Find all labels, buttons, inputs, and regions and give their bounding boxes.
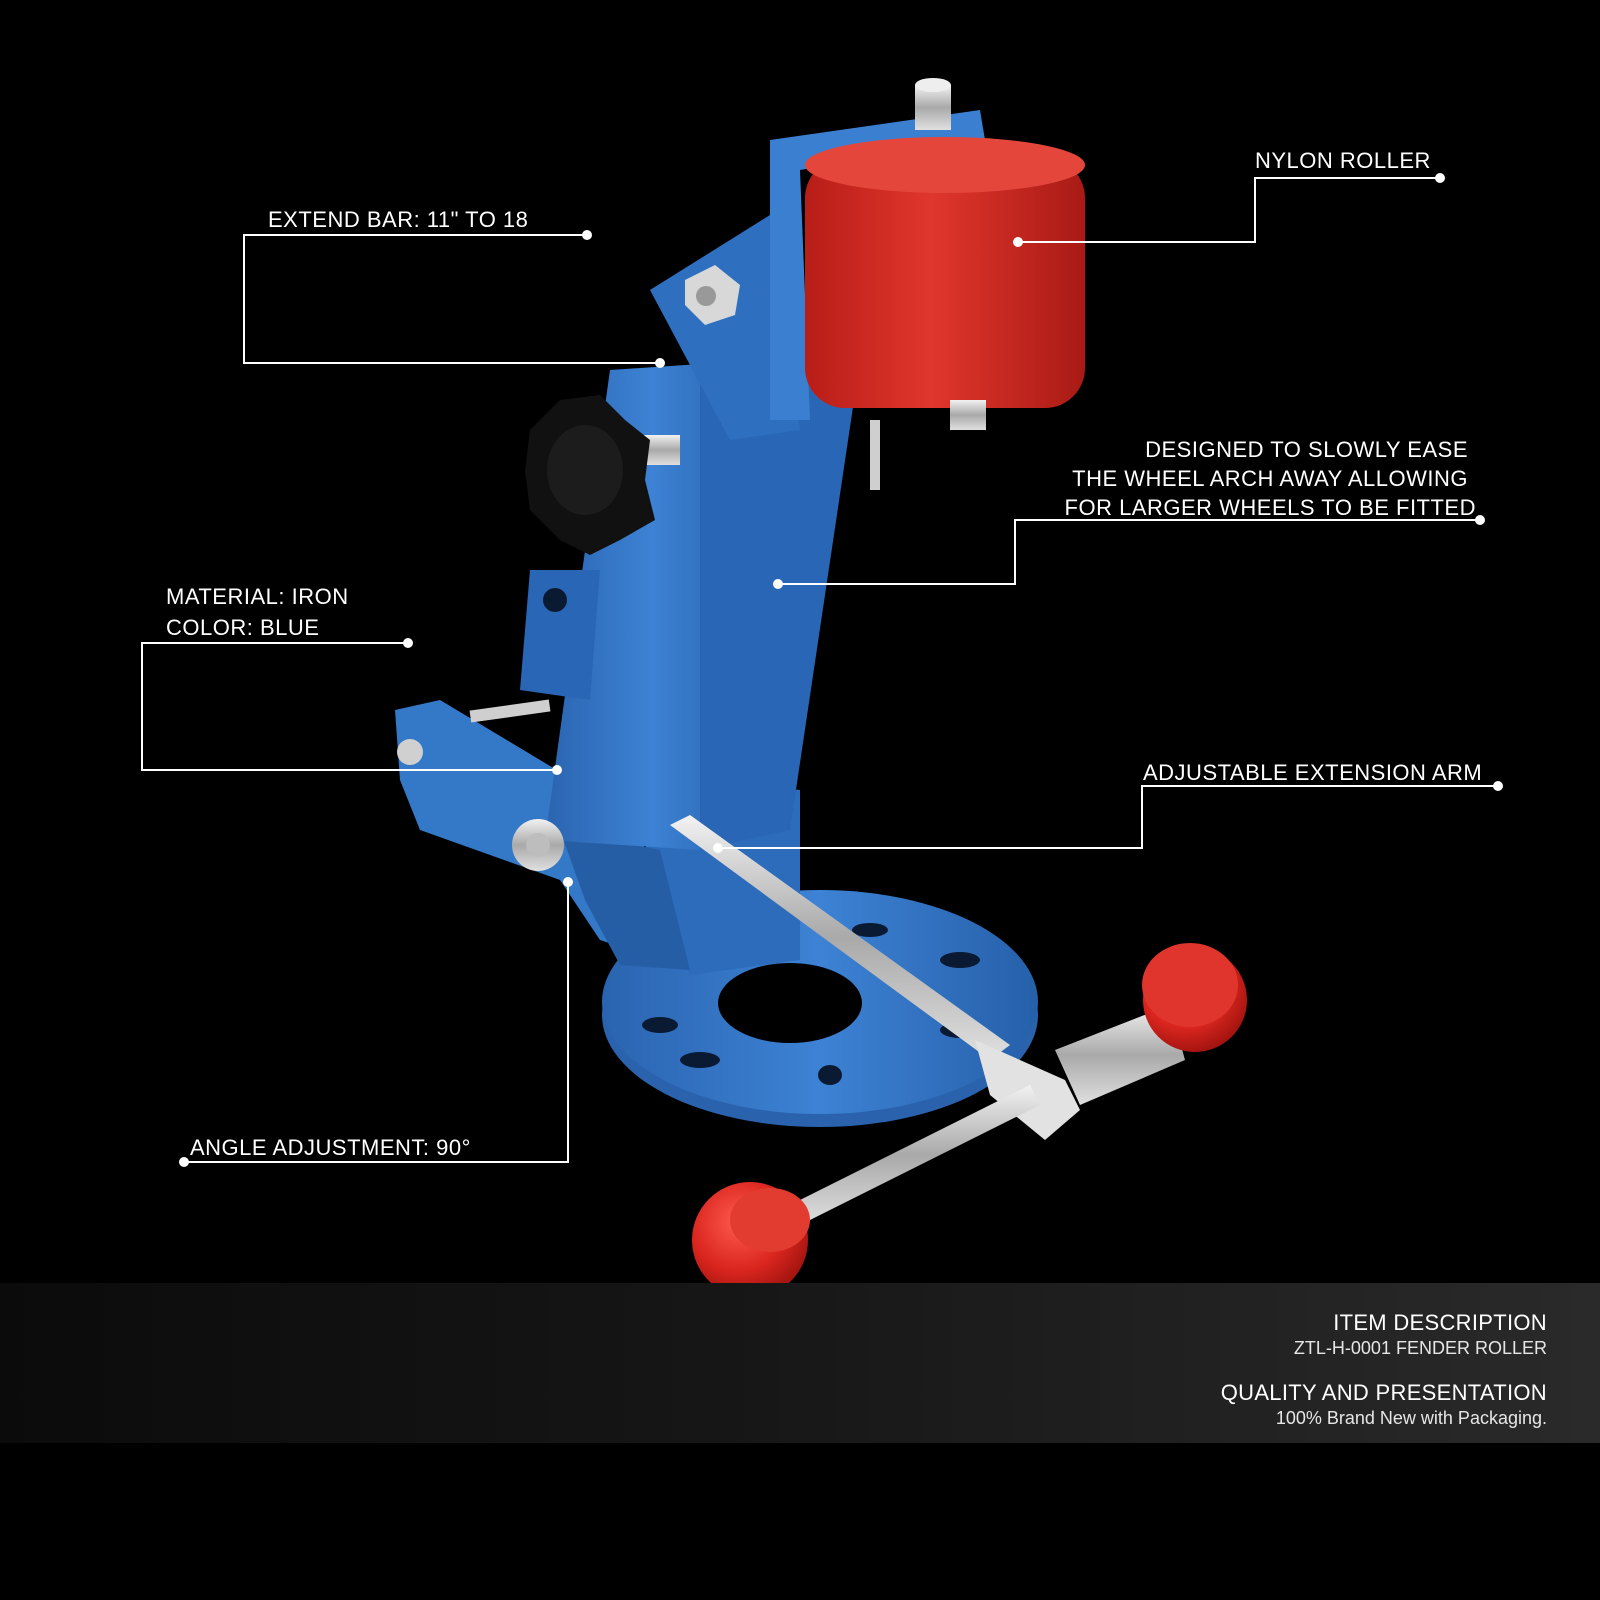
item-description-value: ZTL-H-0001 FENDER ROLLER: [1293, 1338, 1547, 1358]
quality-presentation-value: 100% Brand New with Packaging.: [1275, 1408, 1547, 1428]
extend-bar-label: EXTEND BAR: 11" TO 18: [268, 207, 529, 232]
leader-material: [141, 642, 557, 771]
quality-presentation-title: QUALITY AND PRESENTATION: [1220, 1380, 1547, 1405]
quality-presentation: QUALITY AND PRESENTATION 100% Brand New …: [1221, 1380, 1547, 1430]
adjustable-arm-label: ADJUSTABLE EXTENSION ARM: [1143, 760, 1483, 785]
info-band: ITEM DESCRIPTION ZTL-H-0001 FENDER ROLLE…: [0, 1283, 1600, 1443]
material-label: MATERIAL: IRON: [166, 584, 349, 609]
nylon-roller-label: NYLON ROLLER: [1255, 148, 1431, 173]
t-handle: [692, 943, 1247, 1298]
designed-line-2: THE WHEEL ARCH AWAY ALLOWING: [1072, 466, 1468, 491]
callout-lines: [141, 177, 1498, 1163]
designed-line-3: FOR LARGER WHEELS TO BE FITTED: [1064, 495, 1476, 520]
callout-dots: [179, 173, 1503, 1167]
angle-adjustment-label: ANGLE ADJUSTMENT: 90°: [190, 1135, 471, 1160]
leader-nylon-roller: [1018, 177, 1440, 243]
bracket-bolt: [685, 265, 740, 325]
adjustment-knob: [525, 395, 680, 555]
item-description-title: ITEM DESCRIPTION: [1333, 1310, 1547, 1335]
leader-extend-bar: [243, 234, 660, 364]
leader-designed: [778, 519, 1480, 585]
item-description: ITEM DESCRIPTION ZTL-H-0001 FENDER ROLLE…: [1294, 1310, 1547, 1360]
leader-angle: [184, 882, 569, 1163]
leader-adjustable-arm: [718, 785, 1498, 849]
nylon-roller: [805, 78, 1085, 490]
color-label: COLOR: BLUE: [166, 615, 320, 640]
pivot-bolts: [397, 699, 564, 871]
designed-line-1: DESIGNED TO SLOWLY EASE: [1145, 437, 1468, 462]
